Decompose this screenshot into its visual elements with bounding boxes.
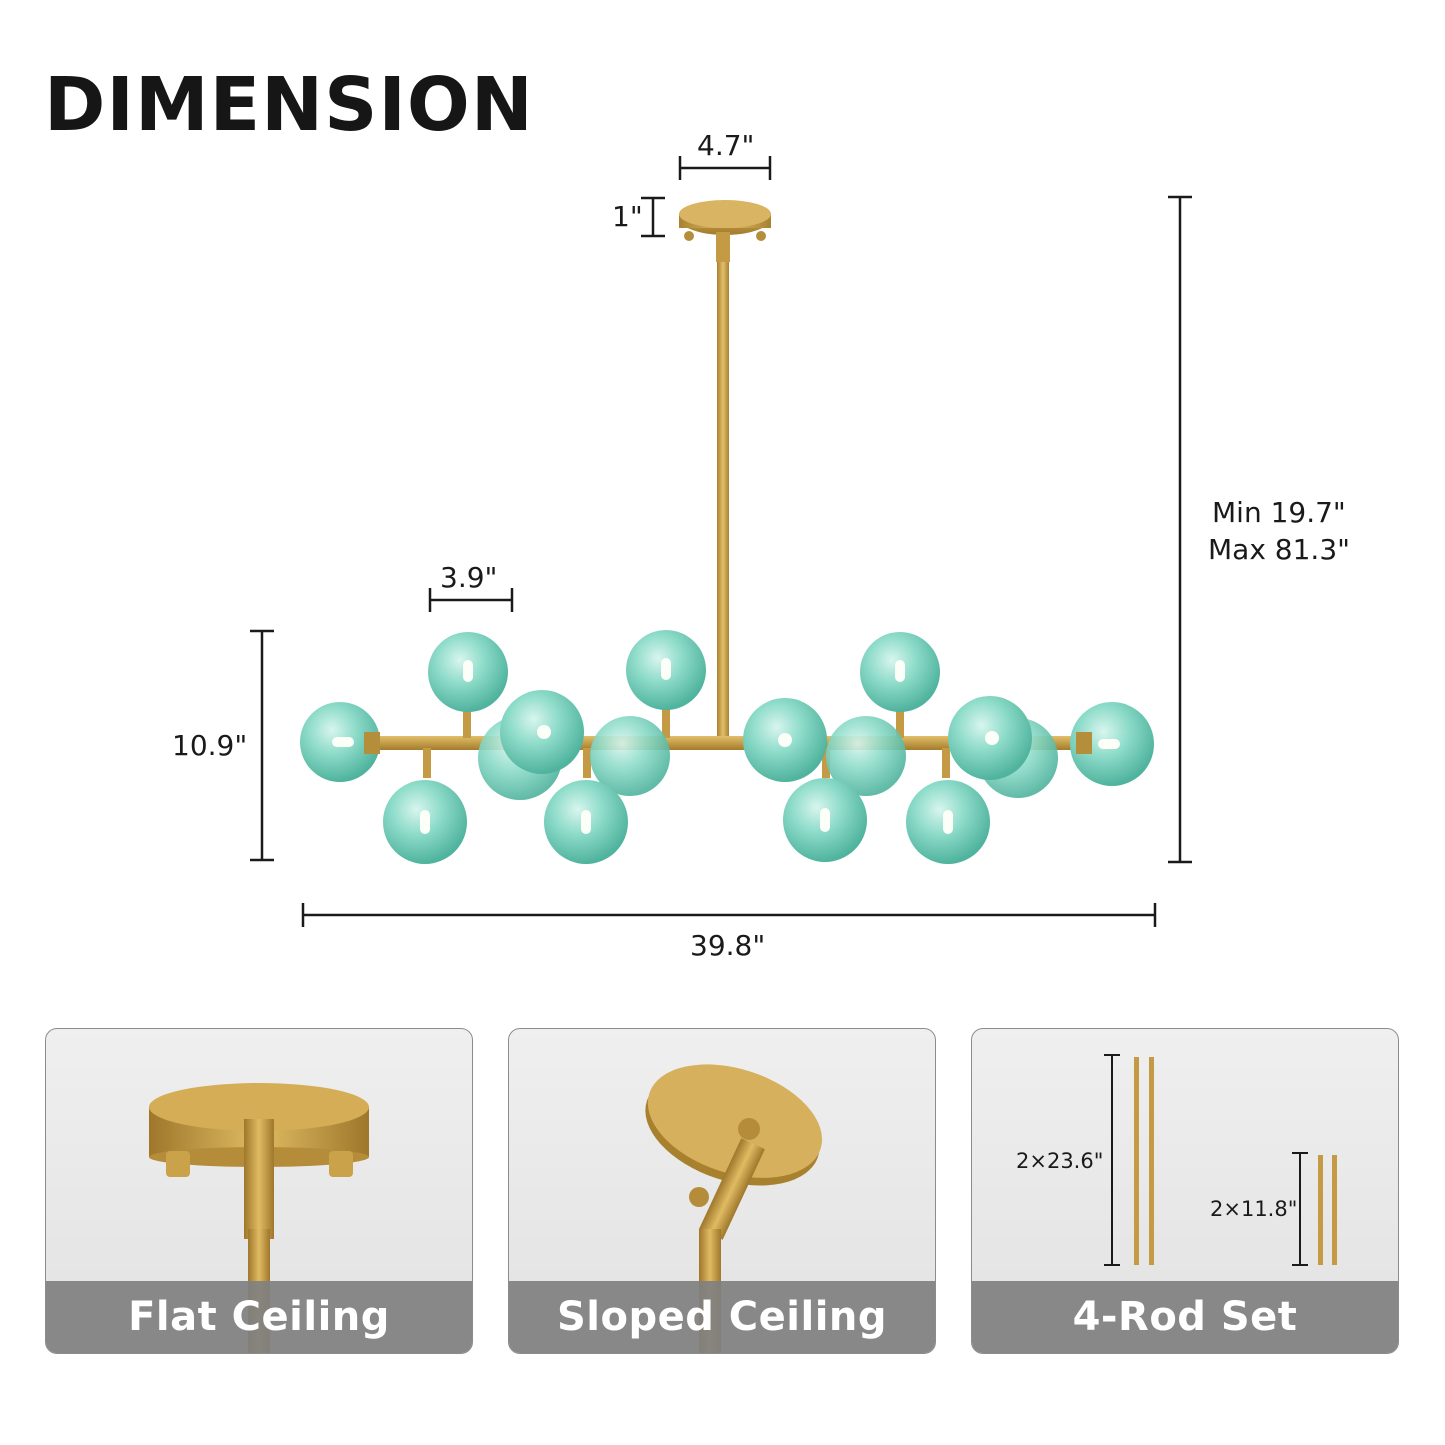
flat-ceiling-label: Flat Ceiling bbox=[128, 1294, 390, 1340]
sloped-ceiling-illustration bbox=[645, 1064, 823, 1353]
dimension-lines bbox=[250, 156, 1192, 927]
rod-set-band: 4-Rod Set bbox=[972, 1281, 1398, 1353]
sloped-ceiling-card: Sloped Ceiling bbox=[508, 1028, 936, 1354]
sloped-ceiling-band: Sloped Ceiling bbox=[509, 1281, 935, 1353]
fixture-width-label: 39.8" bbox=[690, 929, 766, 962]
flat-ceiling-card: Flat Ceiling bbox=[45, 1028, 473, 1354]
flat-ceiling-band: Flat Ceiling bbox=[46, 1281, 472, 1353]
rod-set-illustration bbox=[1104, 1054, 1337, 1266]
sloped-ceiling-label: Sloped Ceiling bbox=[556, 1294, 888, 1340]
globe-diameter-label: 3.9" bbox=[440, 561, 498, 594]
chandelier-illustration bbox=[250, 156, 1192, 927]
long-rods-label: 2×23.6" bbox=[1016, 1149, 1104, 1173]
rod-set-card: 2×23.6" 2×11.8" 4-Rod Set bbox=[971, 1028, 1399, 1354]
fixture-height-label: 10.9" bbox=[172, 729, 248, 762]
overall-min-label: Min 19.7" bbox=[1212, 496, 1346, 529]
canopy-width-label: 4.7" bbox=[697, 129, 755, 162]
short-rods-label: 2×11.8" bbox=[1210, 1197, 1298, 1221]
page-title: DIMENSION bbox=[44, 62, 534, 148]
canopy bbox=[679, 200, 771, 241]
canopy-height-label: 1" bbox=[612, 200, 643, 233]
overall-max-label: Max 81.3" bbox=[1208, 533, 1351, 566]
rod-set-label: 4-Rod Set bbox=[1072, 1294, 1298, 1340]
down-rod bbox=[717, 255, 729, 745]
globe-group bbox=[300, 630, 1154, 864]
